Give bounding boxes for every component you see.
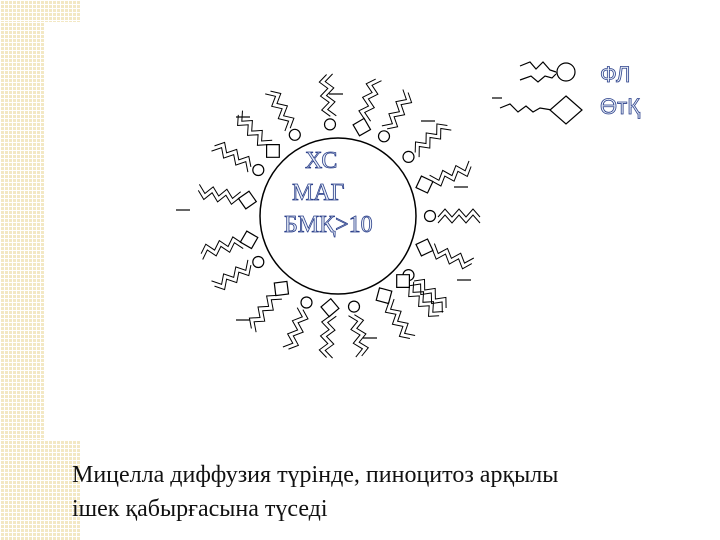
caption-line-2: ішек қабырғасына түседі [72,496,328,522]
micelle-molecule [318,73,337,131]
slide-decoration-bottom [0,440,80,540]
micelle-molecule [211,141,265,177]
micelle-molecule [197,184,258,210]
legend-label-phospholipid: ФЛ [600,62,630,87]
micelle-molecule [318,297,340,359]
micelle-diagram: ХС МАГ БМҚ>10 ФЛ ӨтҚ [176,61,641,359]
legend-phospholipid-symbol [519,61,576,83]
slide-decoration-left [0,22,44,440]
core-label-mag: МАГ [292,180,345,206]
micelle-molecule [211,255,265,291]
legend-bile-acid-symbol [492,95,583,125]
micelle-molecule [248,280,290,333]
micelle-molecule [396,274,444,317]
micelle-molecule [377,89,413,143]
micelle-molecule [423,208,481,224]
legend [492,61,583,125]
micelle-molecule [265,90,301,141]
micelle-molecule [352,78,382,137]
core-label-fatty-acids: БМҚ>10 [284,212,373,238]
micelle-membrane [259,137,417,295]
core-label-cholesterol: ХС [305,148,337,174]
bile-acid-head-icon [549,95,583,125]
micelle-molecule [402,123,452,163]
micelle-molecule [237,110,280,158]
caption: Мицелла диффузия түрінде, пиноцитоз арқы… [72,458,720,526]
micelle [176,73,481,359]
micelle-molecule [415,238,475,270]
micelle-molecule [200,230,259,260]
phospholipid-head-icon [556,62,576,82]
caption-line-1: Мицелла диффузия түрінде, пиноцитоз арқы… [72,462,559,488]
legend-label-bile-acid: ӨтҚ [600,94,640,119]
micelle-molecule [347,300,370,358]
micelle-molecule [415,160,472,194]
slide-decoration-top [0,0,80,22]
micelle-molecule [375,287,416,339]
micelle-molecule [282,296,313,350]
